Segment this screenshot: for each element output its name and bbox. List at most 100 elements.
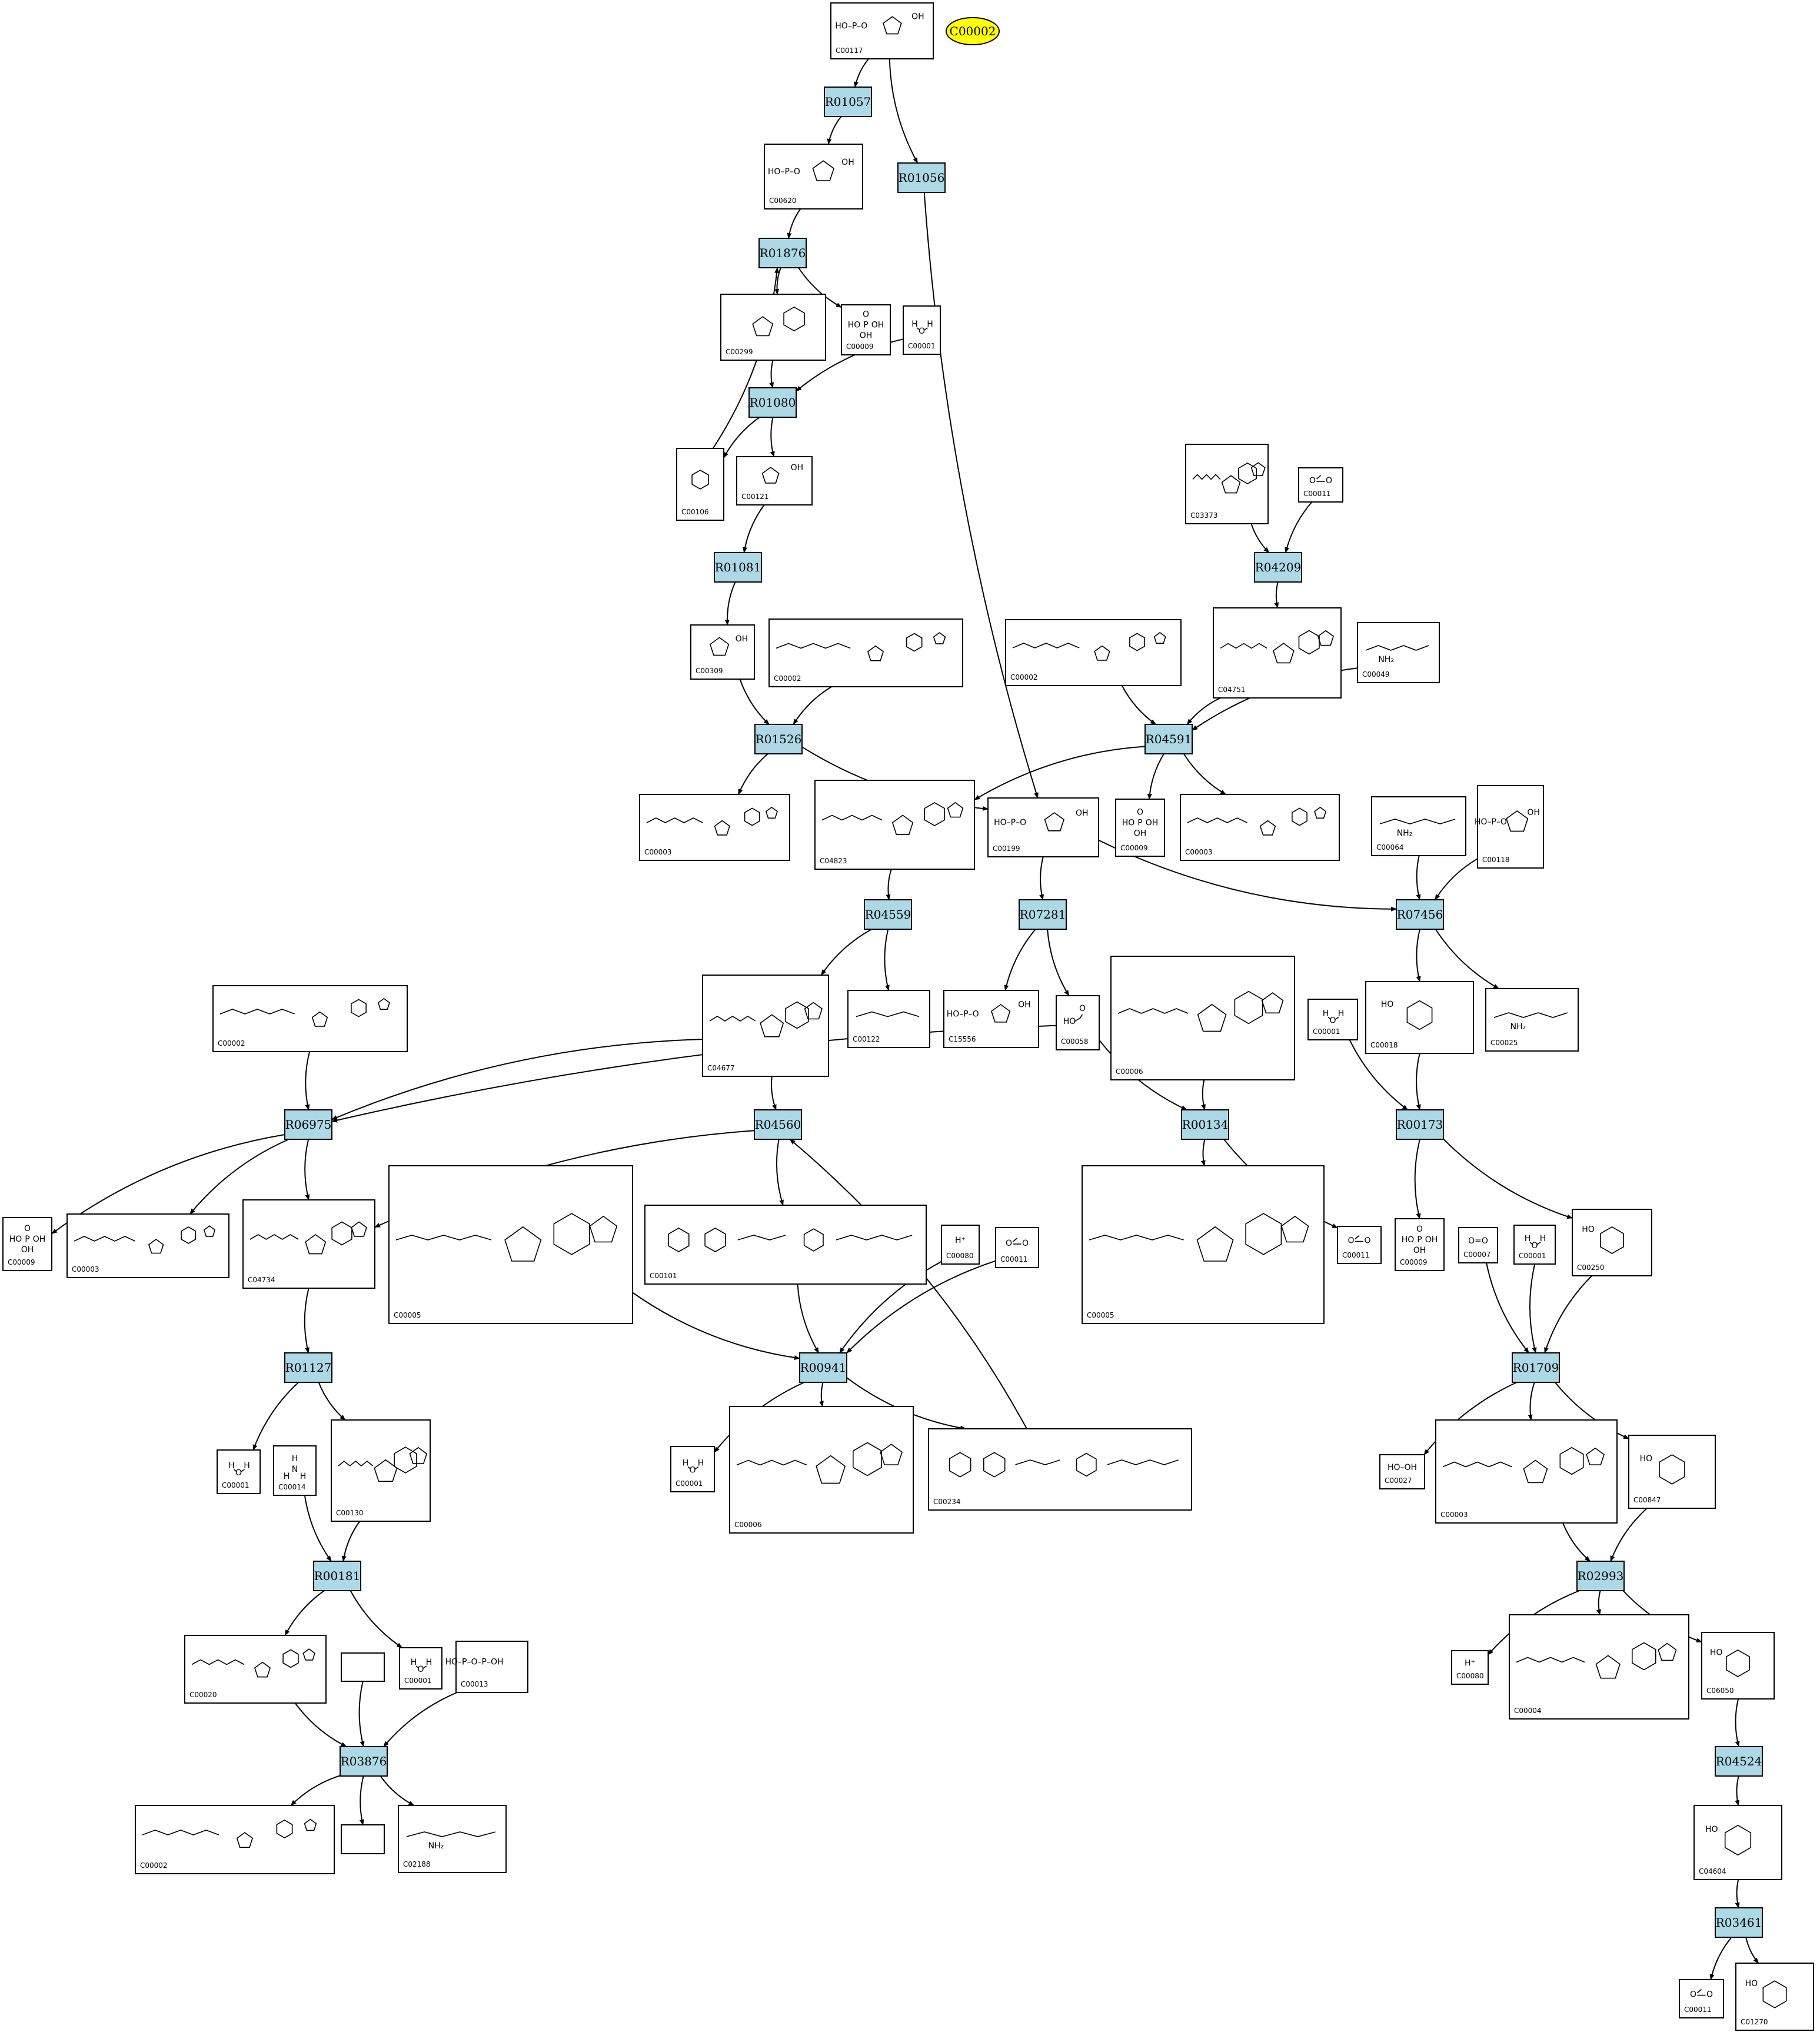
svg-text:H: H	[228, 1461, 235, 1471]
svg-text:O: O	[1309, 476, 1316, 485]
compound-id: C00199	[993, 844, 1020, 853]
compound-id: C00020	[189, 1691, 217, 1699]
compound-id: C00049	[1362, 670, 1390, 679]
svg-text:HO: HO	[1122, 819, 1135, 828]
reaction-box	[1019, 899, 1067, 930]
svg-text:HO–P–O: HO–P–O	[994, 818, 1026, 827]
compound-id: C00009	[1400, 1258, 1428, 1266]
edge-arrow	[1745, 1937, 1759, 1964]
reaction-node: R03461	[1715, 1907, 1763, 1938]
nucleotide-icon-structure	[395, 1213, 618, 1262]
compound-box	[847, 990, 930, 1048]
svg-text:H: H	[411, 1658, 417, 1667]
compound-box	[1477, 785, 1544, 869]
compound-id: C00064	[1376, 843, 1404, 852]
svg-text:O: O	[1364, 1236, 1370, 1246]
reaction-node: R04591	[1144, 724, 1193, 754]
compound-node: OH C00121	[736, 456, 813, 505]
edge-arrow	[774, 267, 781, 295]
reaction-node: R01526	[754, 724, 803, 754]
formate-icon-structure: HOO	[1063, 1004, 1086, 1026]
compound-node: C04823	[814, 780, 975, 870]
compound-id: C04604	[1699, 1867, 1726, 1875]
compound-box	[399, 1647, 442, 1690]
reaction-id: R03461	[1716, 1915, 1762, 1930]
svg-text:O: O	[1706, 1990, 1713, 2000]
compound-id: C00001	[908, 342, 936, 350]
base-icon-structure	[691, 470, 709, 490]
reaction-id: R04524	[1716, 1754, 1762, 1768]
reaction-node: R03876	[340, 1746, 388, 1777]
edge-arrow	[1735, 1775, 1740, 1806]
svg-text:P: P	[863, 321, 868, 330]
compound-box	[341, 1652, 385, 1682]
compound-box	[644, 1205, 927, 1285]
reaction-box	[754, 1109, 802, 1140]
svg-text:O: O	[1006, 1239, 1012, 1248]
compound-id: C00003	[72, 1265, 99, 1273]
compound-node: C00002	[135, 1805, 335, 1874]
sugar-phosphate-icon-structure: HO–P–OOH	[835, 12, 924, 35]
reaction-node: R00173	[1396, 1109, 1444, 1140]
compound-node: C00002	[768, 618, 963, 687]
compound-box	[841, 304, 891, 355]
reaction-box	[1181, 1109, 1229, 1140]
svg-text:NH₂: NH₂	[1378, 655, 1394, 664]
reaction-node: R01080	[748, 387, 797, 418]
compound-id: C00027	[1385, 1476, 1412, 1485]
compound-box	[1451, 1650, 1489, 1685]
compound-box	[1365, 981, 1474, 1054]
reaction-box	[754, 724, 803, 754]
compound-box	[987, 797, 1099, 857]
legend-ellipse	[946, 17, 1000, 45]
edge-arrow	[1186, 697, 1221, 725]
reaction-id: R01526	[756, 732, 802, 746]
compound-id: C00004	[1514, 1707, 1542, 1715]
reaction-id: R04209	[1255, 560, 1302, 574]
compound-box	[1185, 444, 1269, 524]
edge-arrow	[776, 1139, 784, 1206]
compound-id: C00121	[741, 493, 769, 501]
compound-box	[1110, 956, 1295, 1080]
svg-text:H: H	[698, 1459, 704, 1468]
pyridoxal-icon-structure: HO	[1381, 1000, 1433, 1030]
reaction-node: R04559	[864, 899, 912, 930]
amino-acid-icon-structure: NH₂	[1365, 645, 1429, 664]
reaction-node: R00181	[313, 1561, 361, 1591]
compound-node: C00020	[184, 1635, 327, 1704]
compound-box	[768, 618, 963, 687]
pyridoxal-icon-structure: HO	[1640, 1454, 1685, 1485]
svg-text:O: O	[417, 1665, 424, 1674]
reaction-box	[1715, 1907, 1763, 1938]
svg-text:OH: OH	[791, 463, 804, 473]
reaction-node: R07456	[1396, 899, 1444, 930]
svg-text:H: H	[292, 1454, 298, 1464]
compound-node: C00003	[66, 1213, 229, 1278]
edge-arrow	[305, 1051, 311, 1110]
reaction-box	[1512, 1352, 1560, 1383]
reaction-box	[1254, 552, 1302, 583]
svg-text:HO–P–O–P–OH: HO–P–O–P–OH	[445, 1658, 504, 1667]
reaction-box	[1715, 1746, 1763, 1777]
svg-text:OH: OH	[1018, 1000, 1031, 1010]
edge-arrow	[1414, 1139, 1421, 1219]
compound-box	[1513, 1225, 1556, 1265]
